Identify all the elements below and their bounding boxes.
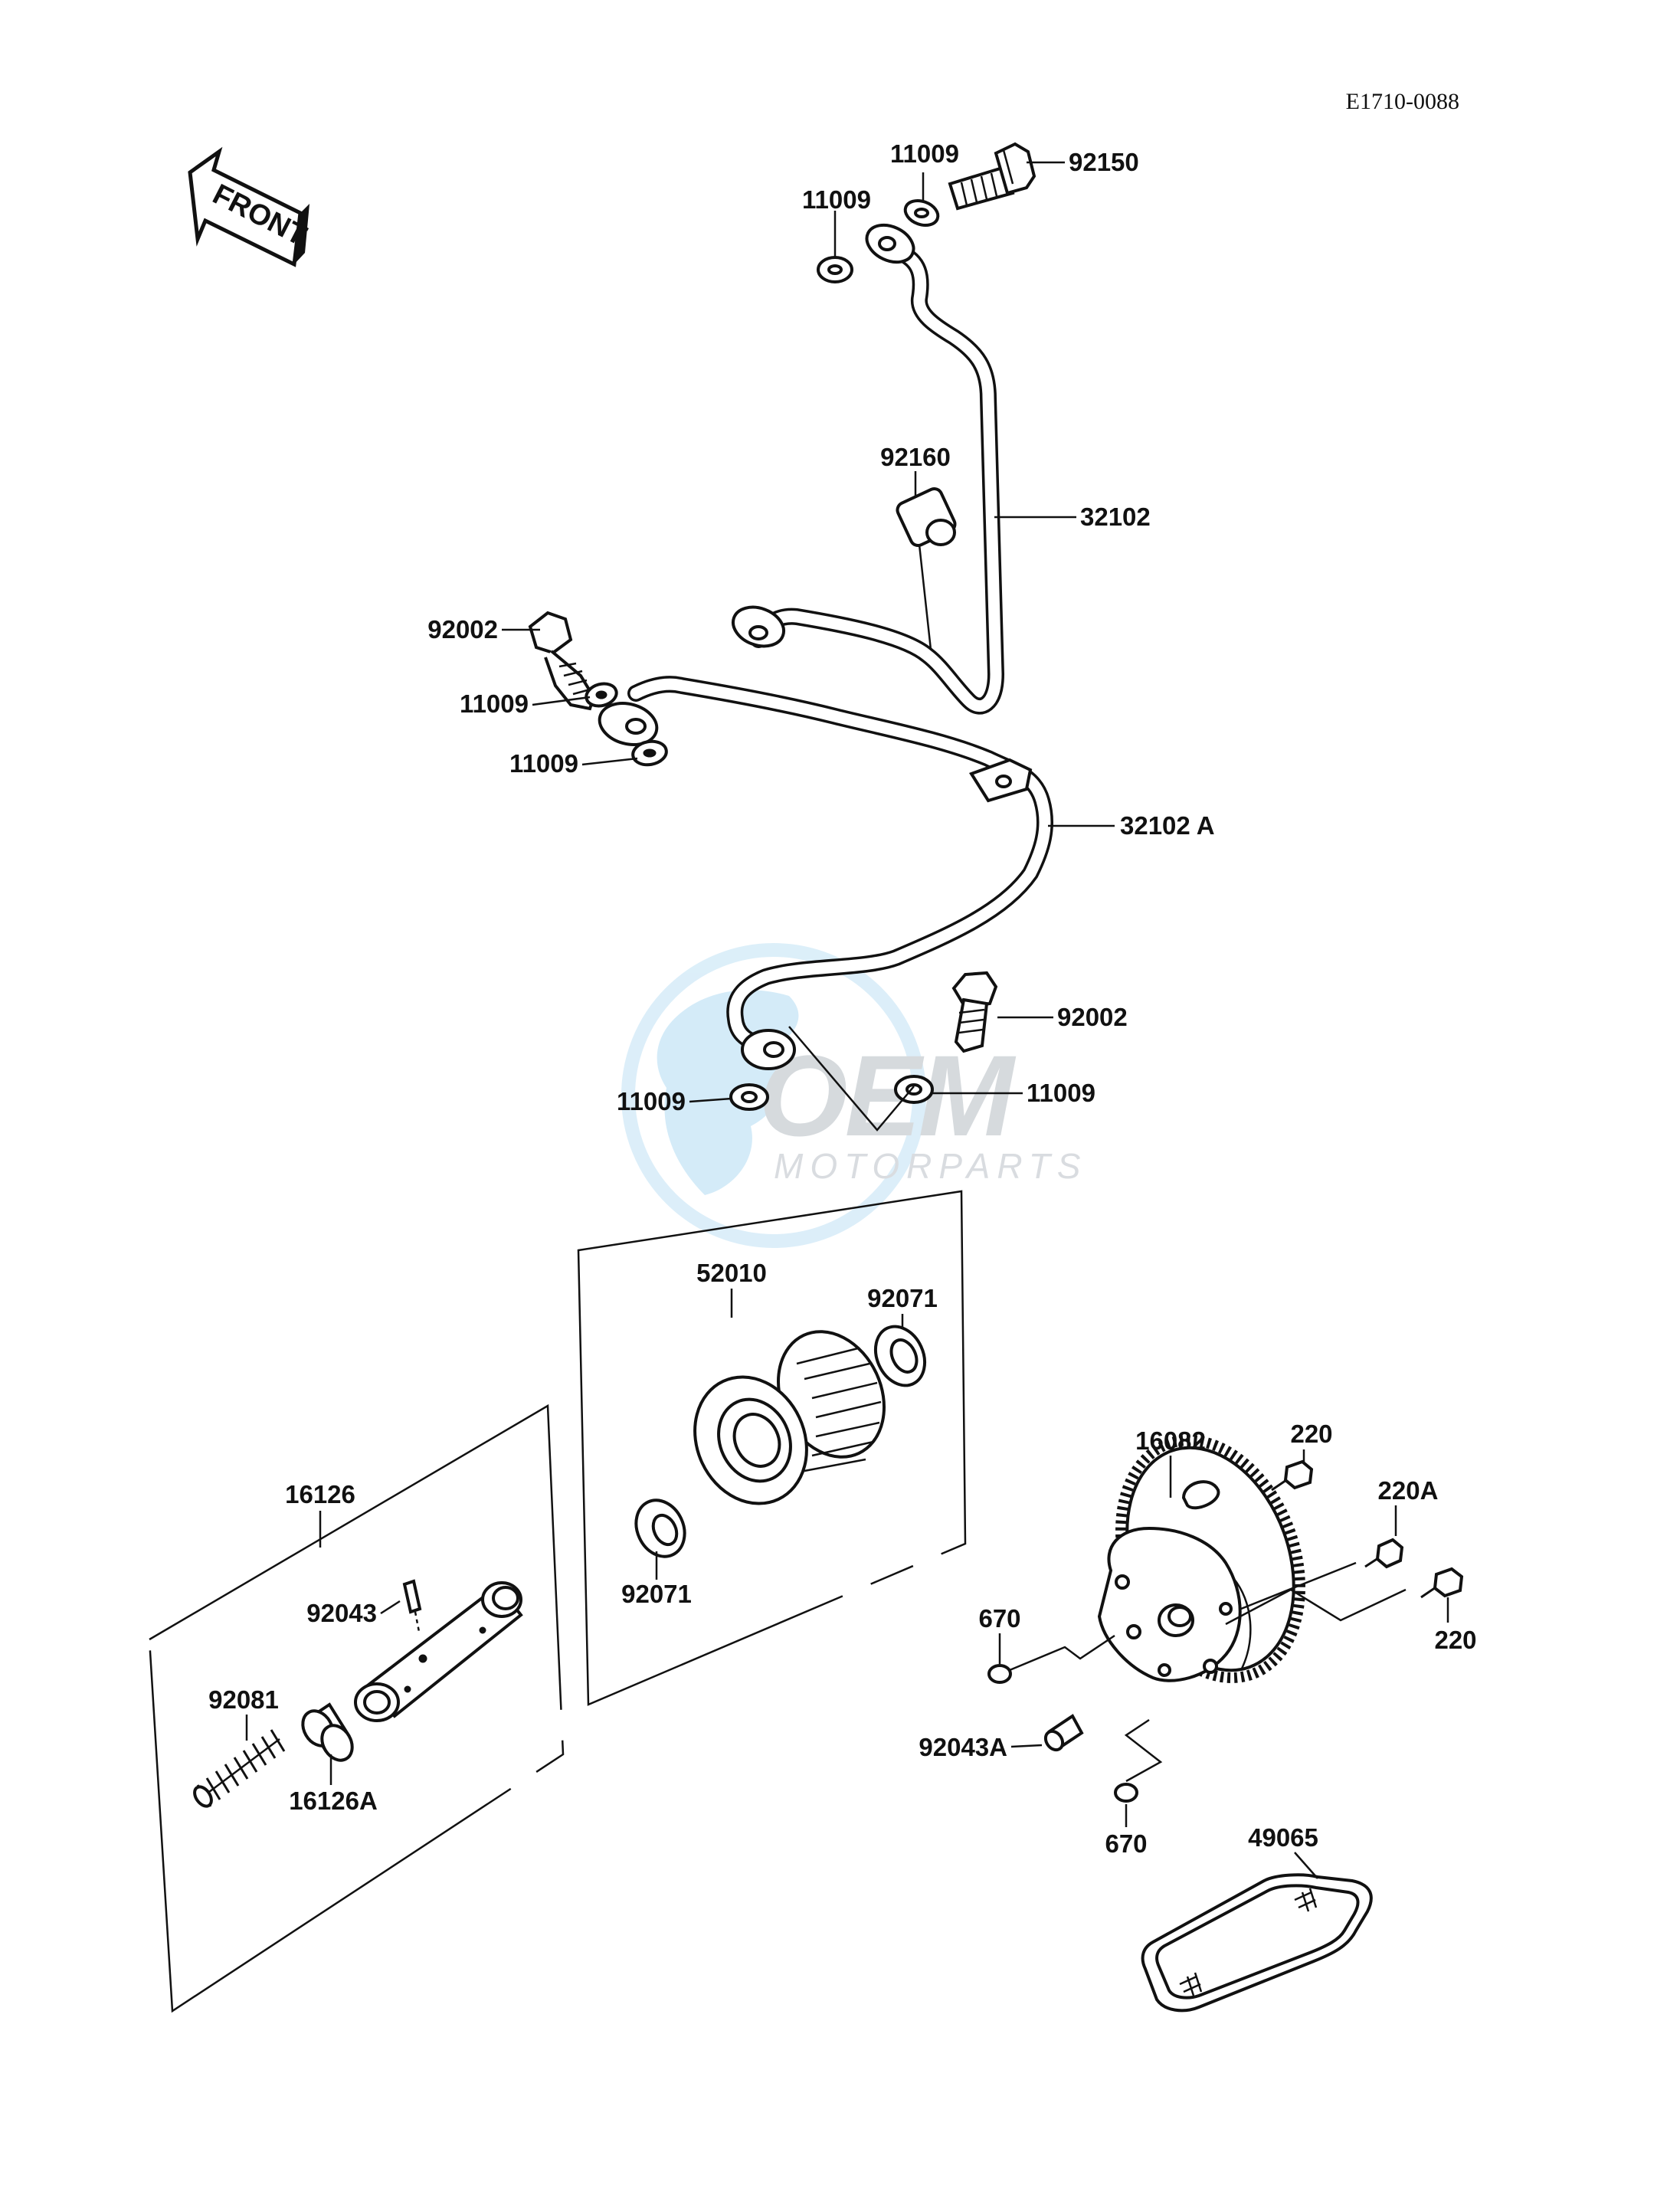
watermark-tagline: MOTORPARTS <box>774 1146 1087 1186</box>
label-49065: 49065 <box>1248 1823 1318 1852</box>
oil-pump-16082 <box>1097 1435 1305 1683</box>
banjo-bolt-92002-lower <box>951 971 998 1053</box>
label-11009-bottom-left: 11009 <box>617 1087 686 1115</box>
label-670-upper: 670 <box>978 1604 1020 1633</box>
dowel-92043A <box>1043 1714 1084 1752</box>
label-92160: 92160 <box>880 443 951 471</box>
label-220A: 220A <box>1378 1476 1439 1505</box>
label-11009-mid-lower: 11009 <box>509 749 578 778</box>
label-92071-upper: 92071 <box>867 1284 938 1312</box>
banjo-bolt-92150 <box>948 142 1036 211</box>
label-92081: 92081 <box>208 1685 279 1714</box>
watermark-logo: OEM MOTORPARTS <box>621 943 1087 1248</box>
label-92002-lower: 92002 <box>1057 1003 1128 1031</box>
watermark-brand: OEM <box>758 1031 1017 1160</box>
label-11009-mid-upper: 11009 <box>460 689 529 718</box>
washer-11009-top-right <box>903 199 940 227</box>
label-32102: 32102 <box>1080 503 1151 531</box>
banjo-bolt-92002-upper <box>528 611 596 711</box>
assembly-line-v <box>788 1026 915 1132</box>
clamp-92160 <box>896 486 957 650</box>
oil-pipe-32102A <box>598 676 1054 1070</box>
relief-valve-16126 <box>354 1581 523 1722</box>
assembly-line-220A <box>1240 1561 1357 1610</box>
washer-11009-top-left <box>817 256 853 283</box>
label-670-lower: 670 <box>1105 1829 1147 1858</box>
label-52010: 52010 <box>696 1259 767 1287</box>
assembly-line-670-upper <box>1009 1634 1115 1672</box>
washer-11009-mid-lower <box>631 739 668 767</box>
washer-11009-mid-upper <box>585 682 618 708</box>
label-220-bottom: 220 <box>1434 1626 1476 1654</box>
front-arrow-icon: FRONT <box>188 146 312 267</box>
screw-220A <box>1364 1538 1404 1569</box>
o-ring-670-lower <box>1114 1783 1138 1803</box>
label-92150: 92150 <box>1069 148 1139 176</box>
relief-valve-group-box <box>148 1403 565 2013</box>
washer-11009-bottom-left <box>729 1083 769 1111</box>
label-16126A: 16126A <box>289 1787 378 1815</box>
o-ring-92071-lower <box>634 1498 686 1558</box>
label-11009-bottom-right: 11009 <box>1027 1079 1095 1107</box>
o-ring-670-upper <box>987 1664 1012 1684</box>
piston-16126A <box>301 1702 354 1762</box>
gasket-49065 <box>1141 1873 1373 2013</box>
part-labels: 92150 11009 11009 92160 32102 92002 1100… <box>208 139 1476 1858</box>
label-32102A: 32102 A <box>1120 811 1215 840</box>
label-92043: 92043 <box>306 1599 377 1627</box>
oil-filter-52010 <box>693 1330 886 1509</box>
screw-220-bottom <box>1420 1567 1464 1599</box>
oil-filter-group-box <box>577 1190 967 1706</box>
assembly-line-220 <box>1225 1588 1407 1626</box>
oil-pipe-32102 <box>732 223 1005 715</box>
label-92043A: 92043A <box>919 1733 1007 1761</box>
screw-220-top <box>1271 1459 1314 1492</box>
o-ring-92071-upper <box>873 1325 927 1387</box>
label-92071-lower: 92071 <box>621 1580 692 1608</box>
assembly-line-670-lower <box>1124 1718 1163 1783</box>
diagram-code: E1710-0088 <box>1346 89 1459 114</box>
washer-11009-bottom-right <box>894 1075 934 1104</box>
label-11009-top-right: 11009 <box>890 139 959 168</box>
label-16126: 16126 <box>285 1480 355 1508</box>
label-92002-upper: 92002 <box>427 615 498 644</box>
pin-92043 <box>402 1579 422 1633</box>
label-16082: 16082 <box>1135 1426 1206 1455</box>
label-11009-top-left: 11009 <box>802 185 871 214</box>
label-220-top: 220 <box>1290 1420 1332 1448</box>
leader-lines <box>245 161 1449 1879</box>
spring-92081 <box>193 1729 286 1808</box>
